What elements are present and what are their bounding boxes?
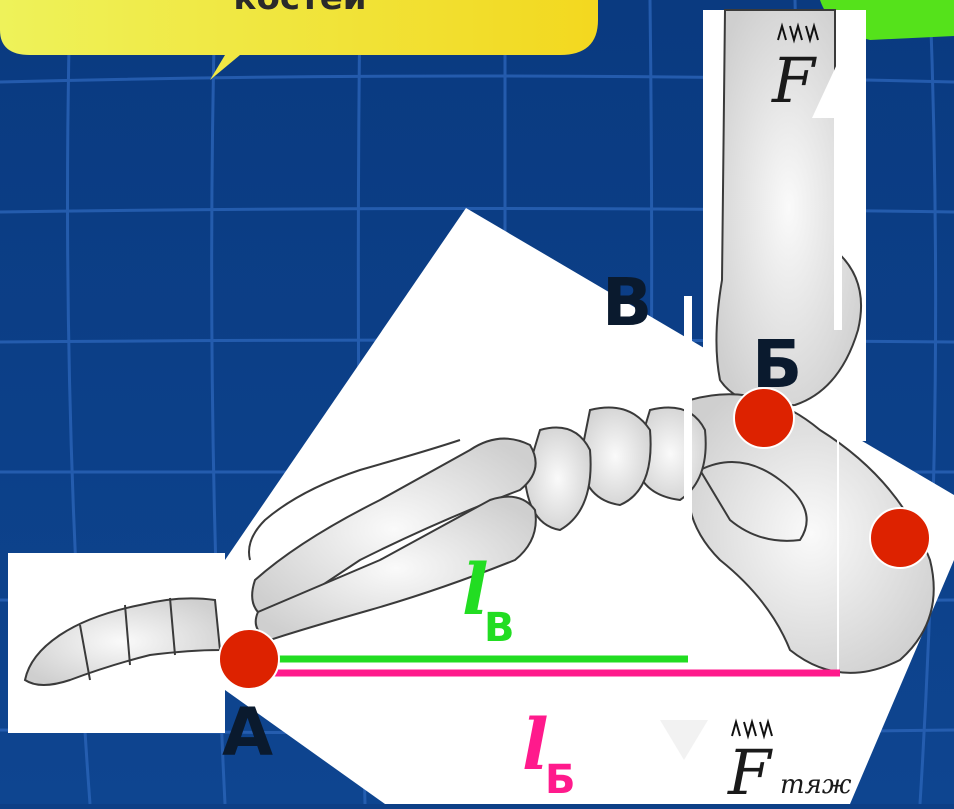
point-a-label: А bbox=[222, 700, 273, 766]
point-a-marker bbox=[219, 629, 279, 689]
muscle-force-symbol: F bbox=[772, 50, 815, 112]
vector-hat-gravity bbox=[732, 722, 772, 736]
point-v-label: В bbox=[602, 270, 652, 336]
gravity-force-arrowhead bbox=[660, 720, 708, 760]
point-b-label: Б bbox=[752, 332, 802, 398]
gravity-force-subscript: тяж bbox=[780, 772, 851, 798]
vector-hat-muscle bbox=[778, 26, 818, 40]
muscle-force-arrowhead bbox=[812, 62, 866, 118]
heel-point-marker bbox=[870, 508, 930, 568]
gravity-force-symbol: F bbox=[728, 742, 771, 804]
lever-b-subscript: Б bbox=[545, 760, 576, 800]
lever-v-subscript: В bbox=[484, 608, 515, 648]
